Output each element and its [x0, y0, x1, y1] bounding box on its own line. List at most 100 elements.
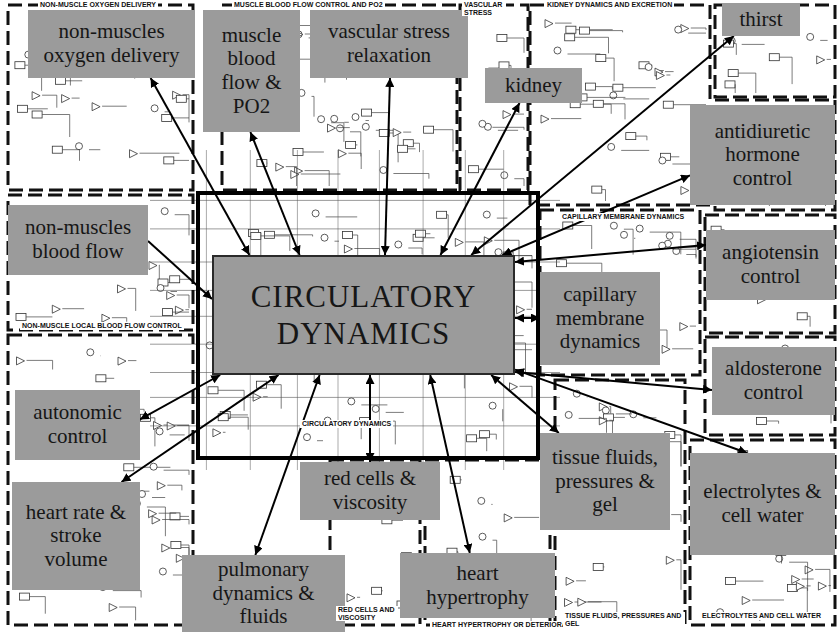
wire	[266, 384, 281, 385]
wire	[807, 316, 810, 317]
amplifier-symbol	[566, 577, 574, 585]
circuit-block	[626, 133, 636, 140]
wire	[479, 169, 504, 170]
circuit-block	[585, 83, 595, 90]
summing-node	[318, 116, 325, 123]
summing-node	[479, 533, 486, 540]
bus-wire	[150, 397, 560, 398]
wire	[171, 291, 178, 292]
wire	[610, 406, 611, 413]
wire	[672, 249, 696, 250]
circuit-block	[170, 513, 180, 520]
summing-node	[602, 407, 609, 414]
wire	[752, 600, 784, 601]
wire	[312, 96, 315, 97]
wire	[735, 84, 736, 93]
subsystem-box: kidney	[485, 68, 582, 103]
amplifier-symbol	[818, 582, 826, 590]
central-box: CIRCULATORY DYNAMICS	[212, 255, 515, 375]
wire	[164, 470, 189, 471]
interaction-arrow	[515, 245, 706, 262]
circuit-block	[265, 231, 275, 238]
subsystem-name: heart rate & stroke volume	[17, 501, 135, 572]
circuit-block	[346, 141, 356, 148]
wire	[624, 229, 633, 230]
wire	[45, 597, 46, 614]
circuit-block	[176, 95, 186, 102]
wire	[514, 178, 524, 179]
amplifier-symbol	[17, 357, 25, 365]
wire	[586, 397, 588, 398]
wire	[608, 37, 609, 53]
wire	[354, 248, 379, 249]
wire	[591, 226, 592, 250]
subsystem-name: antidiuretic hormone control	[695, 120, 830, 191]
amplifier-symbol	[154, 422, 162, 430]
interaction-arrow	[369, 375, 371, 462]
interaction-arrow	[250, 132, 299, 255]
circuit-block	[497, 35, 507, 42]
wire	[621, 150, 649, 151]
circuit-block	[52, 146, 62, 153]
section-label: MUSCLE BLOOD FLOW CONTROL AND PO2	[232, 1, 385, 9]
wire	[189, 295, 190, 308]
wire	[218, 390, 244, 391]
wire	[89, 149, 100, 150]
circuit-block	[580, 27, 590, 34]
wire	[244, 390, 245, 411]
wire	[489, 434, 496, 435]
wire	[403, 132, 411, 133]
wire	[742, 44, 765, 45]
wire	[666, 75, 670, 76]
circuit-block	[17, 105, 27, 112]
subsystem-name: aldosterone control	[717, 357, 830, 404]
subsystem-name: autonomic control	[20, 401, 135, 448]
wire	[453, 130, 454, 152]
wire	[602, 189, 606, 190]
wire	[486, 438, 487, 451]
wire	[524, 127, 525, 129]
wire	[366, 120, 369, 121]
wire	[144, 409, 145, 411]
summing-node	[483, 211, 490, 218]
wire	[828, 585, 831, 586]
summing-node	[362, 123, 369, 130]
subsystem-box: pulmonary dynamics & fluids	[182, 555, 345, 632]
wire	[623, 98, 649, 99]
wire	[575, 37, 609, 38]
wire	[159, 513, 177, 514]
wire	[625, 104, 626, 120]
wire	[170, 434, 185, 435]
wire	[356, 144, 358, 145]
wire	[141, 591, 142, 598]
wire	[568, 54, 601, 55]
wire	[606, 418, 607, 432]
circuit-block	[593, 563, 603, 570]
summing-node	[645, 64, 652, 71]
wire	[567, 263, 602, 264]
wire	[477, 438, 487, 439]
wire	[576, 580, 586, 581]
wire	[778, 421, 779, 424]
summing-node	[675, 26, 682, 33]
wire	[755, 73, 756, 93]
summing-node	[156, 428, 163, 435]
wire	[189, 425, 190, 441]
wire	[498, 130, 518, 131]
amplifier-symbol	[742, 597, 750, 605]
summing-node	[380, 167, 387, 174]
amplifier-symbol	[102, 314, 110, 322]
wire	[312, 235, 313, 237]
wire	[807, 562, 808, 591]
amplifier-symbol	[792, 576, 800, 584]
wire	[393, 173, 429, 174]
subsystem-box: heart rate & stroke volume	[12, 482, 140, 590]
wire	[62, 308, 84, 309]
wire	[636, 136, 647, 137]
wire	[181, 545, 189, 546]
interaction-arrow	[148, 241, 212, 299]
wire	[174, 160, 189, 161]
bus-wire	[206, 150, 207, 470]
circuit-block	[32, 111, 42, 118]
